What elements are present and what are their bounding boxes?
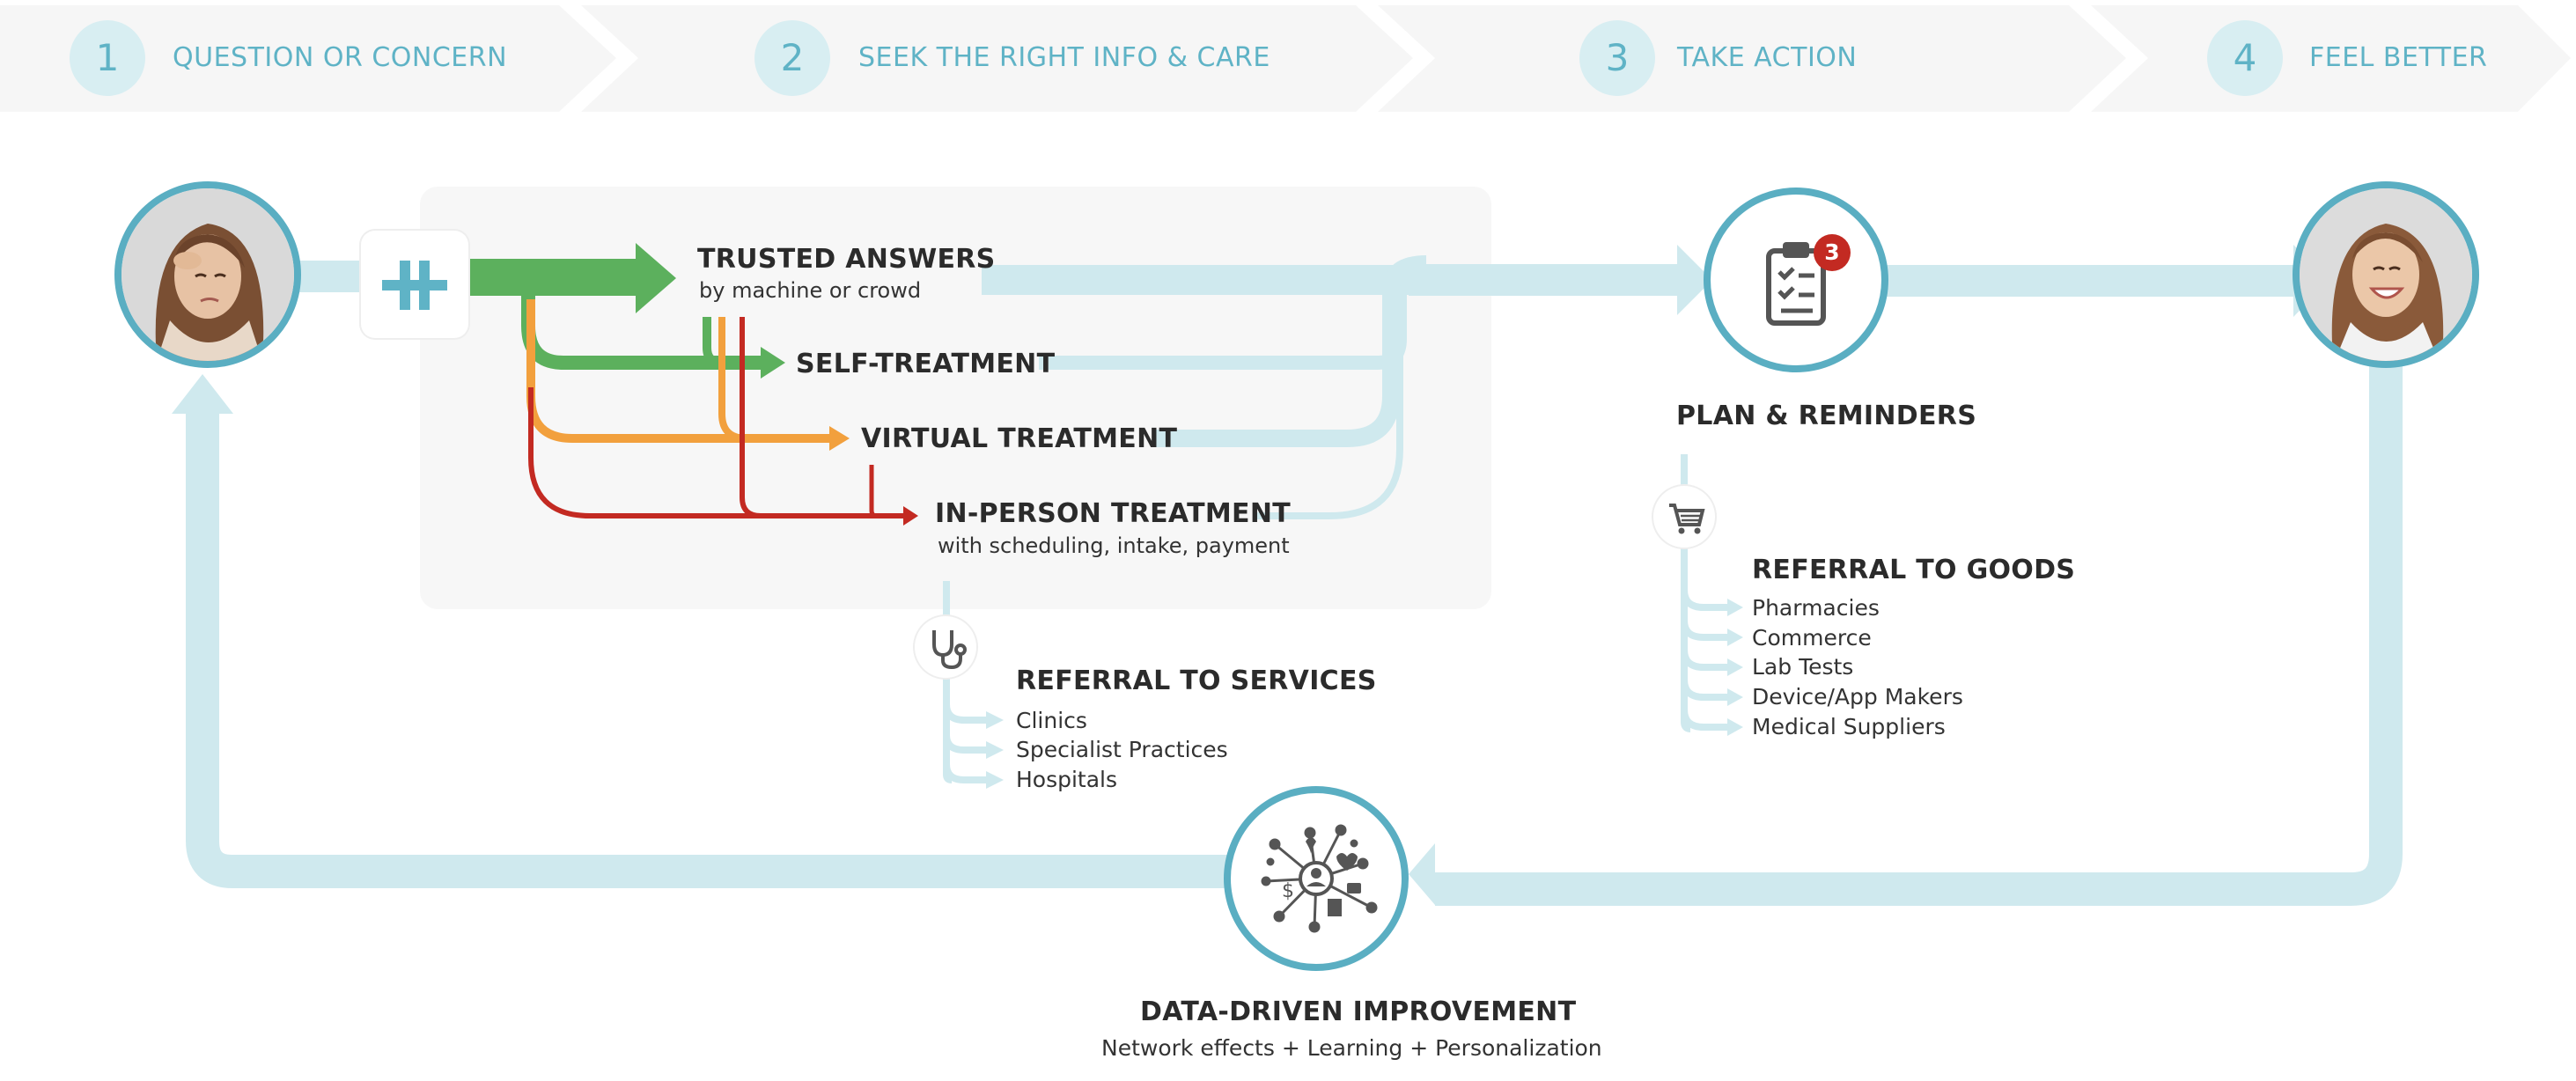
flow-plan-to-happy [1884, 265, 2298, 297]
shopping-cart-icon [1669, 504, 1705, 534]
step-4-number: 4 [2207, 20, 2283, 96]
happy-person-avatar [2293, 181, 2479, 368]
plan-badge: 3 [1814, 234, 1851, 271]
data-driven-improvement-subtitle: Network effects + Learning + Personaliza… [1101, 1035, 1602, 1061]
cart-icon-circle [1653, 486, 1715, 548]
services-item: Specialist Practices [1016, 737, 1228, 762]
services-tree-arrowheads [986, 711, 1004, 789]
clipboard-checklist-icon [1766, 242, 1826, 326]
referral-goods-title: REFERRAL TO GOODS [1752, 555, 2076, 585]
plan-arrowhead [1677, 245, 1712, 315]
trusted-answers-subtitle: by machine or crowd [699, 278, 922, 303]
services-item: Clinics [1016, 708, 1087, 733]
plan-reminders-title: PLAN & REMINDERS [1676, 401, 1977, 431]
referral-services-title: REFERRAL TO SERVICES [1016, 666, 1377, 696]
data-network-icon-circle: $ [1224, 786, 1409, 971]
step-band-1 [0, 5, 616, 112]
loop-arrowhead-left [1409, 843, 1435, 905]
step-1-number: 1 [70, 20, 145, 96]
step-4-label: FEEL BETTER [2309, 42, 2488, 73]
trusted-answers-title: TRUSTED ANSWERS [697, 244, 996, 275]
goods-item: Commerce [1752, 625, 1872, 651]
goods-tree-arrowheads [1727, 599, 1743, 736]
goods-item: Device/App Makers [1752, 684, 1963, 710]
self-treatment-label: SELF-TREATMENT [796, 349, 1056, 379]
feedback-loop [186, 361, 2403, 906]
goods-item: Lab Tests [1752, 654, 1854, 680]
stethoscope-icon [932, 630, 967, 670]
data-network-icon: $ [1261, 824, 1378, 933]
step-band-3 [1378, 5, 2126, 112]
step-band-4 [2091, 5, 2571, 112]
step-2-number: 2 [754, 20, 830, 96]
plan-icon-circle [1704, 188, 1888, 372]
data-driven-improvement-title: DATA-DRIVEN IMPROVEMENT [1140, 996, 1577, 1027]
svg-text:$: $ [1282, 880, 1294, 902]
health-logo-icon [361, 231, 468, 338]
step-3-number: 3 [1579, 20, 1655, 96]
services-item: Hospitals [1016, 767, 1118, 792]
treatment-arrows [469, 243, 918, 526]
flow-to-plan [1409, 264, 1682, 296]
worried-person-avatar [114, 181, 301, 368]
step-1-label: QUESTION OR CONCERN [173, 42, 508, 73]
goods-tree [1681, 454, 1730, 732]
step-3-label: TAKE ACTION [1677, 42, 1858, 73]
goods-item: Pharmacies [1752, 595, 1880, 621]
services-tree [943, 581, 990, 783]
goods-item: Medical Suppliers [1752, 714, 1946, 739]
stethoscope-icon-circle [915, 616, 976, 678]
in-person-treatment-title: IN-PERSON TREATMENT [935, 498, 1291, 529]
virtual-treatment-label: VIRTUAL TREATMENT [861, 423, 1178, 454]
step-2-label: SEEK THE RIGHT INFO & CARE [858, 42, 1270, 73]
in-person-treatment-subtitle: with scheduling, intake, payment [938, 533, 1290, 558]
connector-avatar-to-logo [299, 261, 363, 292]
loop-arrowhead-up [172, 374, 233, 414]
